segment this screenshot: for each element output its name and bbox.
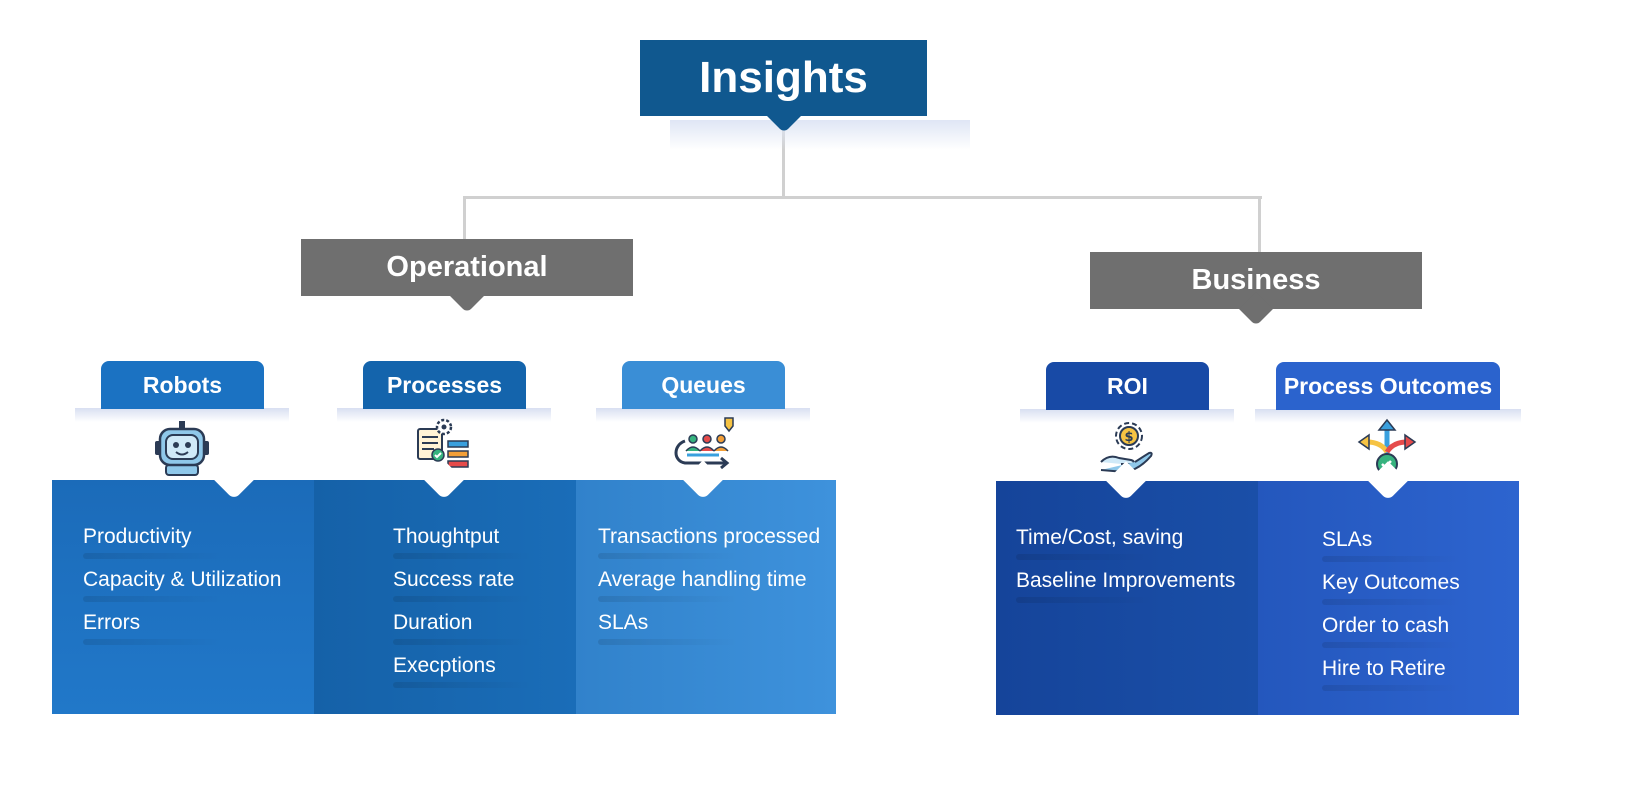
queues-tab-label: Queues [661, 371, 746, 398]
processes-tab: Processes [363, 361, 526, 409]
roi-tab: ROI [1046, 362, 1209, 410]
outcomes-item: Order to cash [1322, 611, 1462, 654]
roi-item: Time/Cost, saving [1016, 523, 1235, 566]
queues-list: Transactions processed Average handling … [598, 522, 820, 651]
processes-item: Duration [393, 608, 534, 651]
connector-to-business [1258, 196, 1261, 253]
processes-tab-glow [337, 408, 551, 422]
queues-tab-glow [596, 408, 810, 422]
business-label: Business [1191, 264, 1321, 296]
robots-tab-label: Robots [142, 371, 223, 398]
business-notch [1239, 292, 1273, 326]
queues-tab: Queues [622, 361, 785, 409]
connector-horizontal [463, 196, 1262, 199]
money-hand-icon: $ [1100, 422, 1153, 474]
operational-notch [450, 279, 484, 313]
outcomes-list: SLAs Key Outcomes Order to cash Hire to … [1322, 525, 1462, 697]
process-gears-icon [417, 418, 469, 468]
robots-panel: Productivity Capacity & Utilization Erro… [52, 460, 314, 714]
outcomes-item: Key Outcomes [1322, 568, 1462, 611]
roi-panel: Time/Cost, saving Baseline Improvements [996, 461, 1258, 715]
outcomes-tab-label: Process Outcomes [1283, 372, 1493, 399]
robots-list: Productivity Capacity & Utilization Erro… [83, 522, 281, 651]
title-shadow [670, 120, 970, 150]
queues-item: SLAs [598, 608, 820, 651]
outcomes-tab: Process Outcomes [1276, 362, 1500, 410]
outcomes-item: SLAs [1322, 525, 1462, 568]
title-banner: Insights [640, 40, 927, 133]
roi-tab-glow [1020, 409, 1234, 423]
robots-item: Capacity & Utilization [83, 565, 281, 608]
processes-item: Success rate [393, 565, 534, 608]
robots-item: Errors [83, 608, 281, 651]
processes-item: Execptions [393, 651, 534, 694]
svg-text:$: $ [1124, 430, 1133, 445]
roi-item: Baseline Improvements [1016, 566, 1235, 609]
business-banner: Business [1090, 252, 1422, 326]
robot-icon [155, 421, 209, 476]
queues-panel: Transactions processed Average handling … [576, 460, 836, 714]
roi-list: Time/Cost, saving Baseline Improvements [1016, 523, 1235, 609]
queues-item: Average handling time [598, 565, 820, 608]
roi-tab-label: ROI [1107, 372, 1148, 399]
queue-people-icon [674, 417, 734, 470]
operational-label: Operational [386, 251, 548, 283]
processes-list: Thoughtput Success rate Duration Execpti… [393, 522, 534, 694]
processes-tab-label: Processes [386, 371, 503, 398]
connector-title-down [782, 130, 785, 198]
robots-item: Productivity [83, 522, 281, 565]
queues-item: Transactions processed [598, 522, 820, 565]
robots-tab: Robots [101, 361, 264, 409]
robots-tab-glow [75, 408, 289, 422]
outcomes-tab-glow [1255, 409, 1521, 423]
outcomes-panel: SLAs Key Outcomes Order to cash Hire to … [1258, 461, 1519, 715]
outcomes-item: Hire to Retire [1322, 654, 1462, 697]
processes-panel: Thoughtput Success rate Duration Execpti… [314, 460, 576, 714]
page-title: Insights [699, 53, 868, 102]
robots-panel-notch [214, 460, 254, 500]
processes-item: Thoughtput [393, 522, 534, 565]
operational-banner: Operational [301, 239, 633, 313]
connector-to-operational [463, 196, 466, 240]
